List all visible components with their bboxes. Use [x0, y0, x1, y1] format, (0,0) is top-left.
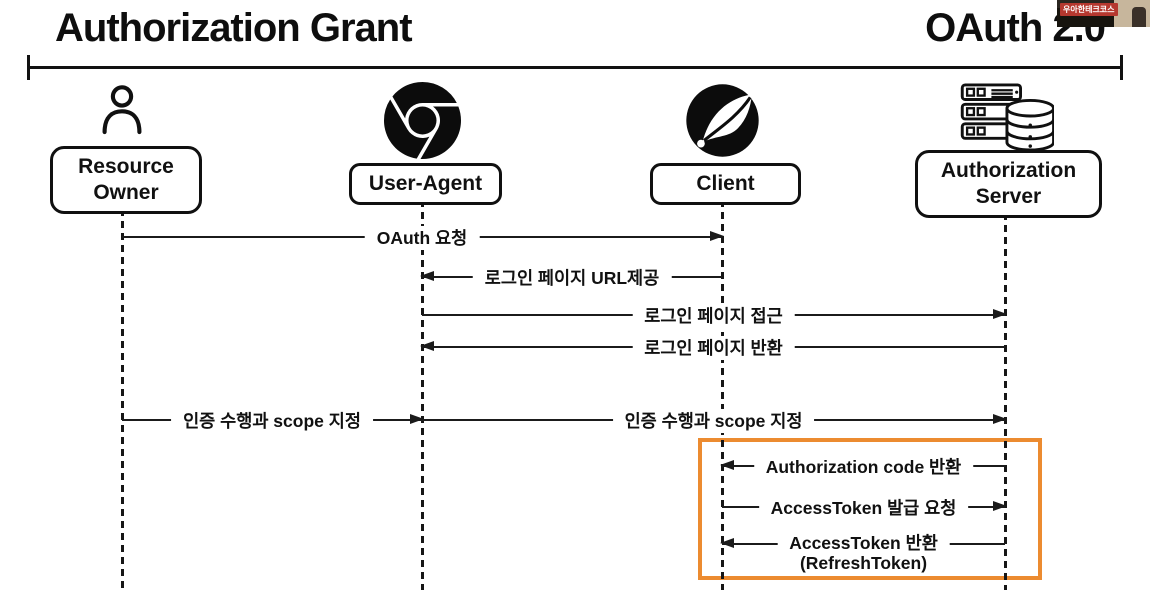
actor-label: Resource — [78, 155, 174, 179]
timeline-left-cap — [27, 55, 30, 80]
arrowhead-right-icon — [710, 231, 724, 241]
person-icon — [102, 85, 142, 135]
timeline-right-cap — [1120, 55, 1123, 80]
lifeline-user-agent — [421, 200, 424, 590]
webcam-overlay: 우아한테크코스 — [1057, 0, 1150, 27]
arrowhead-left-icon — [720, 460, 734, 470]
timeline-bar — [27, 66, 1123, 69]
message-label: AccessToken 발급 요청 — [758, 496, 969, 520]
message-label: 로그인 페이지 URL제공 — [472, 266, 672, 290]
message-oauth-request: OAuth 요청 — [122, 226, 724, 250]
message-label: Authorization code 반환 — [753, 455, 974, 479]
server-database-icon — [960, 83, 1054, 150]
message-label: 로그인 페이지 접근 — [632, 304, 795, 328]
chrome-icon — [384, 82, 461, 159]
message-label: 인증 수행과 scope 지정 — [612, 409, 815, 433]
message-label: AccessToken 반환 (RefreshToken) — [777, 533, 950, 573]
message-login-page-access: 로그인 페이지 접근 — [422, 304, 1007, 328]
lifeline-authorization-server — [1004, 213, 1007, 590]
actor-label: Owner — [93, 181, 159, 204]
actor-box-authorization-server: Authorization Server — [915, 150, 1102, 218]
arrowhead-right-icon — [993, 414, 1007, 424]
message-auth-scope-left: 인증 수행과 scope 지정 — [122, 409, 424, 433]
message-login-page-return: 로그인 페이지 반환 — [420, 336, 1005, 360]
webcam-channel-badge: 우아한테크코스 — [1060, 3, 1118, 16]
arrowhead-right-icon — [410, 414, 424, 424]
page-title: Authorization Grant — [55, 6, 413, 50]
arrowhead-right-icon — [993, 501, 1007, 511]
message-accesstoken-request: AccessToken 발급 요청 — [722, 496, 1007, 520]
lifeline-resource-owner — [121, 209, 124, 590]
message-auth-scope-right: 인증 수행과 scope 지정 — [422, 409, 1007, 433]
actor-box-resource-owner: Resource Owner — [50, 146, 202, 214]
token-exchange-highlight-box — [698, 438, 1042, 580]
actor-box-user-agent: User-Agent — [349, 163, 502, 205]
message-label: 인증 수행과 scope 지정 — [171, 409, 373, 433]
webcam-scene — [1114, 0, 1150, 27]
actor-label: Client — [696, 172, 755, 196]
arrowhead-left-icon — [720, 538, 734, 548]
arrowhead-right-icon — [993, 309, 1007, 319]
actor-label: Authorization — [940, 159, 1077, 183]
webcam-person — [1132, 7, 1146, 27]
message-accesstoken-return: AccessToken 반환 (RefreshToken) — [720, 533, 1005, 573]
message-label: OAuth 요청 — [364, 226, 480, 250]
actor-label: Server — [975, 185, 1042, 208]
message-label-main: AccessToken 반환 — [789, 533, 938, 553]
actor-box-client: Client — [650, 163, 801, 205]
message-label-sub: (RefreshToken) — [799, 553, 928, 573]
actor-label: User-Agent — [368, 172, 483, 196]
lifeline-client — [721, 200, 724, 590]
message-authorization-code-return: Authorization code 반환 — [720, 455, 1005, 479]
message-login-page-url: 로그인 페이지 URL제공 — [420, 266, 722, 290]
arrowhead-left-icon — [420, 341, 434, 351]
spring-icon — [686, 84, 759, 157]
arrowhead-left-icon — [420, 271, 434, 281]
message-label: 로그인 페이지 반환 — [632, 336, 795, 360]
